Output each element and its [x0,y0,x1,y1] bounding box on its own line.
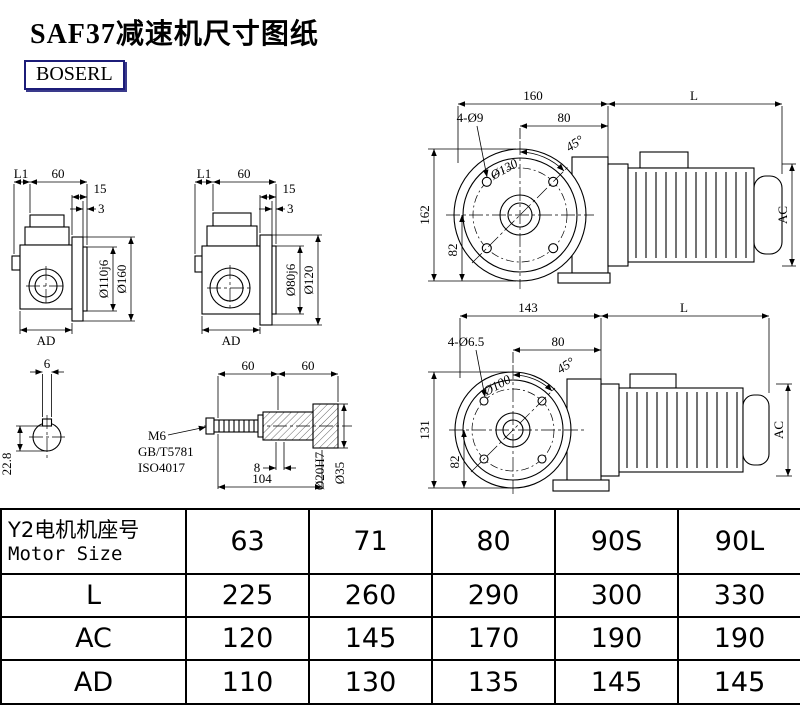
dim-front1-82: 82 [445,244,460,257]
dim-front1-angle: 45° [563,132,586,154]
dim-shaft-60b: 60 [302,358,315,373]
dim-side2-15: 15 [283,181,296,196]
view-gearbox-side-2: L1 60 15 3 Ø80j6 Ø120 AD [194,166,322,348]
table-row-AC: AC 120 145 170 190 190 [0,616,800,662]
dim-front1-162: 162 [417,205,432,225]
label-thread-m6: M6 [148,428,167,443]
col-header-90l: 90L [677,508,800,575]
dim-shaft-60a: 60 [242,358,255,373]
motor-size-header-cn: Y2电机机座号 [8,517,140,542]
dim-front2-holes: 4-Ø6.5 [448,334,484,349]
dim-front1-ac: AC [775,206,790,224]
dim-key-6: 6 [44,356,51,371]
motor-size-header-en: Motor Size [8,542,123,565]
dim-front2-82: 82 [447,456,462,469]
table-row-header: Y2电机机座号 Motor Size 63 71 80 90S 90L [0,508,800,575]
dim-side2-flange: Ø120 [301,266,316,295]
cell-AC-71: 145 [308,616,433,662]
dim-front2-ac: AC [771,421,786,439]
view-front-flange-162: 160 L 4-Ø9 80 45° Ø130 162 82 AC [417,88,796,289]
col-header-71: 71 [308,508,433,575]
motor-size-header-cell: Y2电机机座号 Motor Size [0,508,187,575]
row-label-AD: AD [0,659,187,705]
label-standard-iso: ISO4017 [138,460,185,475]
dim-side1-3: 3 [98,201,105,216]
dim-front2-angle: 45° [554,354,577,376]
page-title: SAF37减速机尺寸图纸 [30,19,319,50]
dim-front1-160: 160 [523,88,543,103]
label-standard-gb: GB/T5781 [138,444,194,459]
dim-shaft-bore: Ø20H7 [312,451,327,490]
col-header-80: 80 [431,508,556,575]
dim-front2-L: L [680,300,688,315]
dim-side1-spigot: Ø110j6 [96,259,111,298]
dim-shaft-dia35: Ø35 [332,462,347,484]
cell-AD-90l: 145 [677,659,800,705]
cell-AC-90s: 190 [554,616,679,662]
dim-side1-l1: L1 [14,166,28,181]
cell-AD-90s: 145 [554,659,679,705]
dim-key-22-8: 22.8 [0,453,14,476]
cell-L-71: 260 [308,572,433,619]
dim-side1-60: 60 [52,166,65,181]
dim-side2-60: 60 [238,166,251,181]
dim-side1-ad: AD [37,333,56,348]
cell-L-90s: 300 [554,572,679,619]
brand-logo-box: BOSERL [24,60,125,90]
dim-front2-80: 80 [552,334,565,349]
dim-front1-L: L [690,88,698,103]
view-front-flange-131: 143 L 4-Ø6.5 80 45° Ø100 131 82 A [417,300,792,495]
row-label-AC: AC [0,616,187,662]
col-header-63: 63 [185,508,310,575]
table-row-L: L 225 260 290 300 330 [0,572,800,619]
dimension-table: Y2电机机座号 Motor Size 63 71 80 90S 90L L 22… [0,508,800,705]
dim-side1-15: 15 [94,181,107,196]
cell-AD-63: 110 [185,659,310,705]
view-shaft-detail: 60 60 M6 GB/T5781 ISO4017 8 104 Ø20H7 Ø3… [138,358,352,490]
brand-logo-text: BOSERL [36,63,113,85]
cell-AC-80: 170 [431,616,556,662]
dim-front2-143: 143 [518,300,538,315]
table-row-AD: AD 110 130 135 145 145 [0,659,800,705]
cell-AC-63: 120 [185,616,310,662]
dim-front2-131: 131 [417,420,432,440]
row-label-L: L [0,572,187,619]
cell-L-63: 225 [185,572,310,619]
cell-AD-80: 135 [431,659,556,705]
dim-side2-ad: AD [222,333,241,348]
dim-shaft-8: 8 [254,460,261,475]
dim-front1-holes: 4-Ø9 [457,110,484,125]
cell-L-80: 290 [431,572,556,619]
cell-AC-90l: 190 [677,616,800,662]
dim-side2-3: 3 [287,201,294,216]
dim-front1-80: 80 [558,110,571,125]
view-key-section: 6 22.8 [0,356,65,475]
dim-side2-l1: L1 [197,166,211,181]
col-header-90s: 90S [554,508,679,575]
view-gearbox-side-1: L1 60 15 3 Ø110j6 Ø160 AD [11,166,135,348]
dim-side2-spigot: Ø80j6 [283,263,298,296]
cell-L-90l: 330 [677,572,800,619]
cell-AD-71: 130 [308,659,433,705]
dim-shaft-104: 104 [252,471,272,486]
technical-drawing: L1 60 15 3 Ø110j6 Ø160 AD [0,88,796,495]
dim-side1-flange: Ø160 [114,265,129,294]
